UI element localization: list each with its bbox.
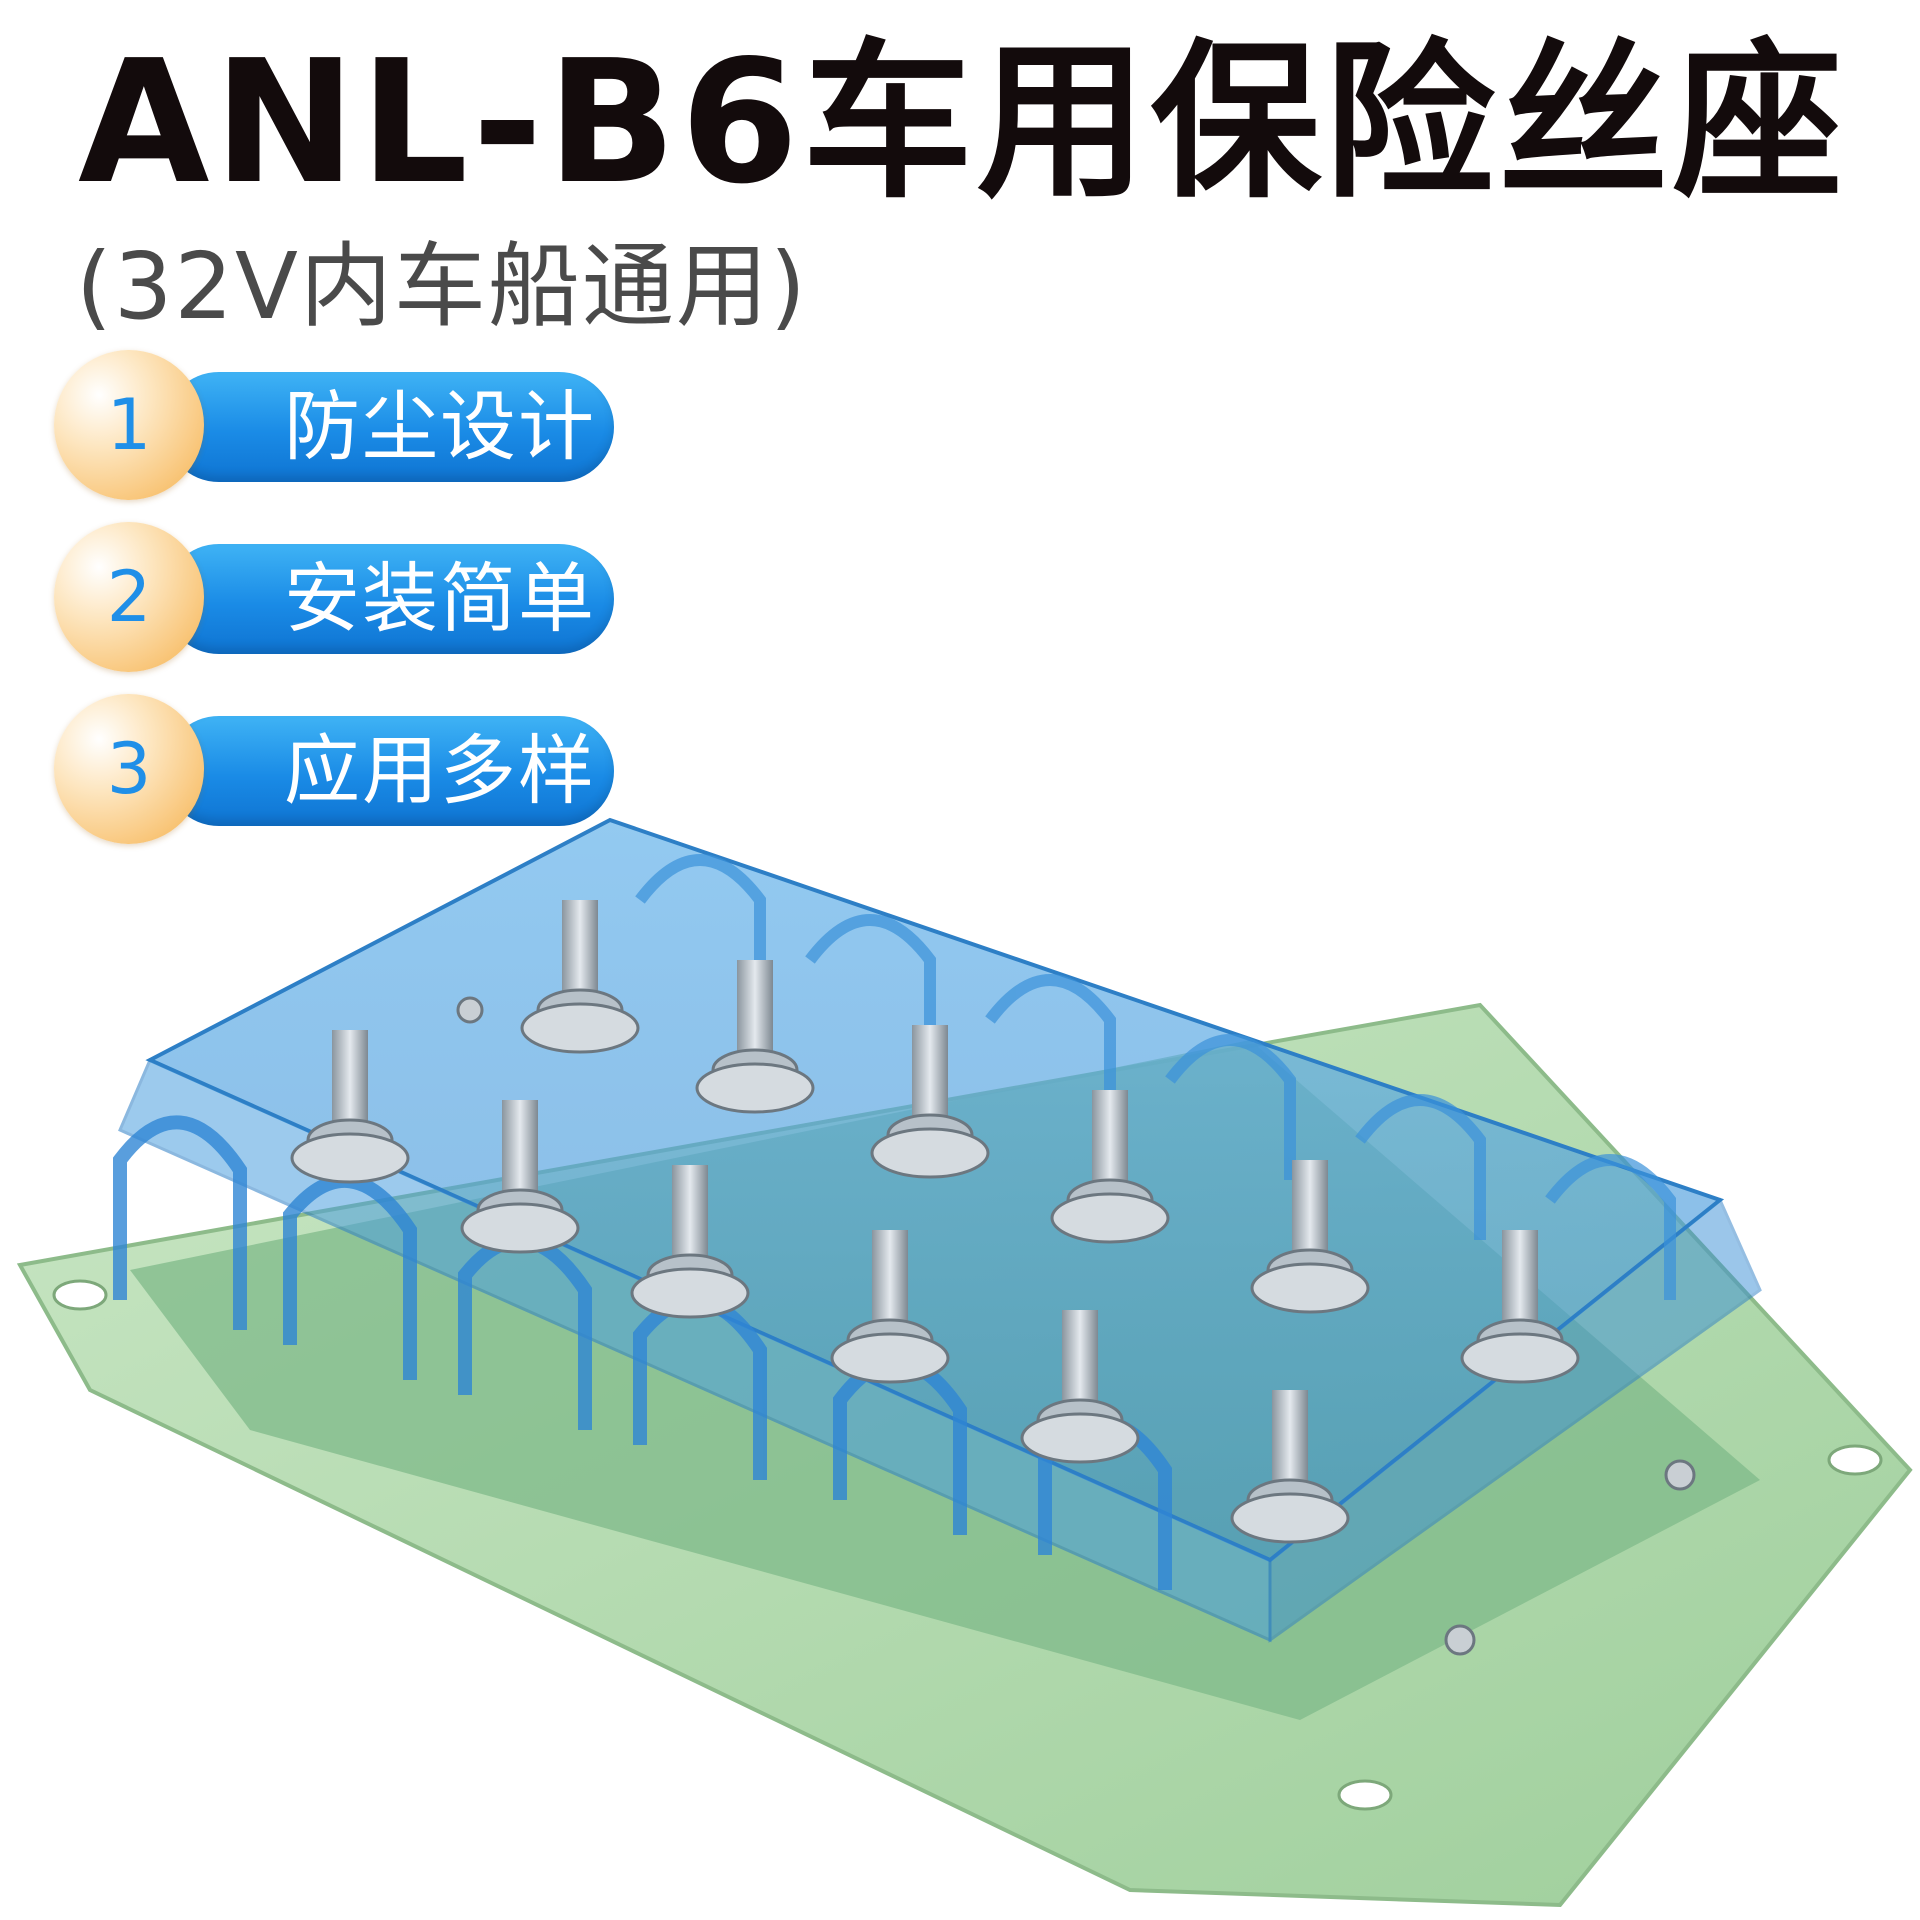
cable-arch <box>985 974 1116 1120</box>
mounting-hole <box>1827 1444 1883 1476</box>
feature-label: 防尘设计 <box>284 382 596 471</box>
terminal-bolt <box>1250 1160 1370 1314</box>
fuse-holder-product-photo <box>16 817 1913 1908</box>
feature-item-2: 安装简单 2 <box>54 522 614 672</box>
terminal-bolt <box>695 960 815 1114</box>
feature-number: 3 <box>106 728 152 810</box>
screw <box>456 996 484 1024</box>
cable-arch <box>1165 1034 1296 1180</box>
terminal-bolt <box>460 1100 580 1254</box>
feature-number-badge: 1 <box>54 350 204 500</box>
mounting-hole <box>52 1279 108 1311</box>
screw <box>1664 1459 1696 1491</box>
terminal-bolts <box>290 900 1580 1544</box>
mounting-hole <box>1337 1779 1393 1811</box>
cover-side <box>1268 1197 1762 1643</box>
feature-label: 应用多样 <box>284 726 596 815</box>
cable-arch <box>113 1115 247 1330</box>
feature-label: 安装简单 <box>284 554 596 643</box>
feature-number: 1 <box>106 384 152 466</box>
product-title: ANL-B6车用保险丝座 <box>78 24 1847 222</box>
back-cable-arches <box>635 854 1676 1300</box>
product-subtitle: (32V内车船通用) <box>76 233 808 340</box>
terminal-bolt <box>1050 1090 1170 1244</box>
terminal-bolt <box>1460 1230 1580 1384</box>
feature-item-3: 应用多样 3 <box>54 694 614 844</box>
terminal-bolt <box>1230 1390 1350 1544</box>
terminal-bolt <box>290 1030 410 1184</box>
feature-number-badge: 3 <box>54 694 204 844</box>
terminal-bolt <box>630 1165 750 1319</box>
feature-number-badge: 2 <box>54 522 204 672</box>
feature-pill: 安装简单 <box>164 544 614 654</box>
cable-arch <box>1545 1154 1676 1300</box>
terminal-bolt <box>520 900 640 1054</box>
cable-arch <box>1355 1094 1486 1240</box>
cable-arch <box>635 854 766 1000</box>
feature-item-1: 防尘设计 1 <box>54 350 614 500</box>
terminal-bolt <box>870 1025 990 1179</box>
feature-pill: 防尘设计 <box>164 372 614 482</box>
terminal-bolt <box>830 1230 950 1384</box>
feature-pill: 应用多样 <box>164 716 614 826</box>
cable-arch <box>805 914 936 1060</box>
terminal-bolt <box>1020 1310 1140 1464</box>
feature-number: 2 <box>106 556 152 638</box>
screw <box>1444 1624 1476 1656</box>
